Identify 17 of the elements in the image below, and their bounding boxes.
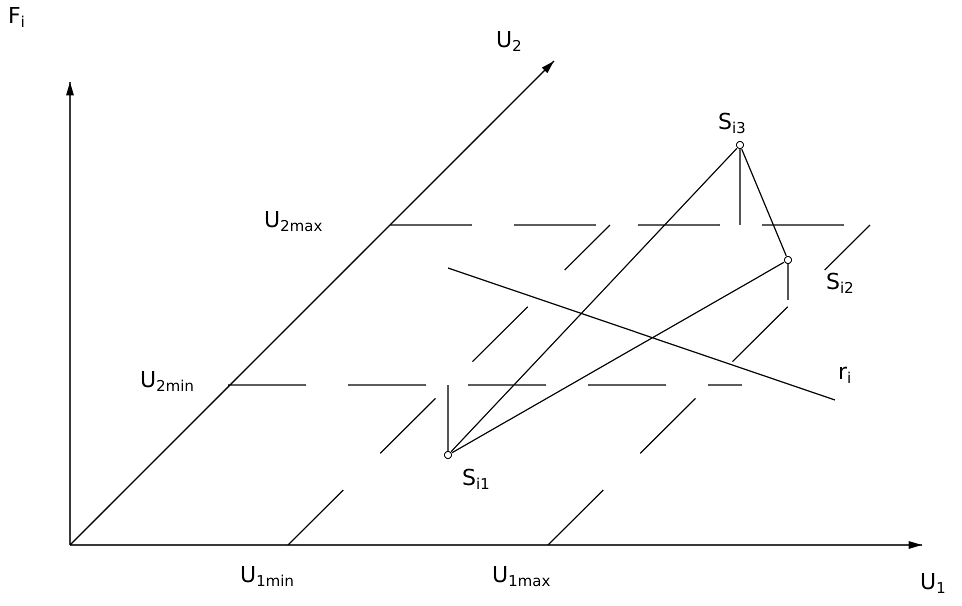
point-marker (736, 140, 744, 148)
axis-label: U$_{2min}$ (140, 370, 194, 394)
point-marker (444, 450, 452, 458)
axis-label: U$_{1min}$ (240, 565, 294, 589)
connecting-line (741, 148, 787, 256)
connecting-line (450, 148, 738, 452)
point-marker (784, 256, 792, 264)
connecting-line (452, 262, 784, 454)
axis-label: U$_{1max}$ (492, 565, 550, 589)
axis-label: U$_{1}$ (920, 572, 946, 596)
axis-label: F$_{i}$ (8, 6, 25, 30)
axis-label: U$_{2}$ (496, 30, 522, 54)
axis-label: r$_{i}$ (838, 362, 852, 386)
point-label: S$_{i3}$ (718, 112, 746, 136)
point-label: S$_{i2}$ (826, 272, 854, 296)
point-label: S$_{i1}$ (462, 468, 490, 492)
axis-label: U$_{2max}$ (264, 210, 322, 234)
